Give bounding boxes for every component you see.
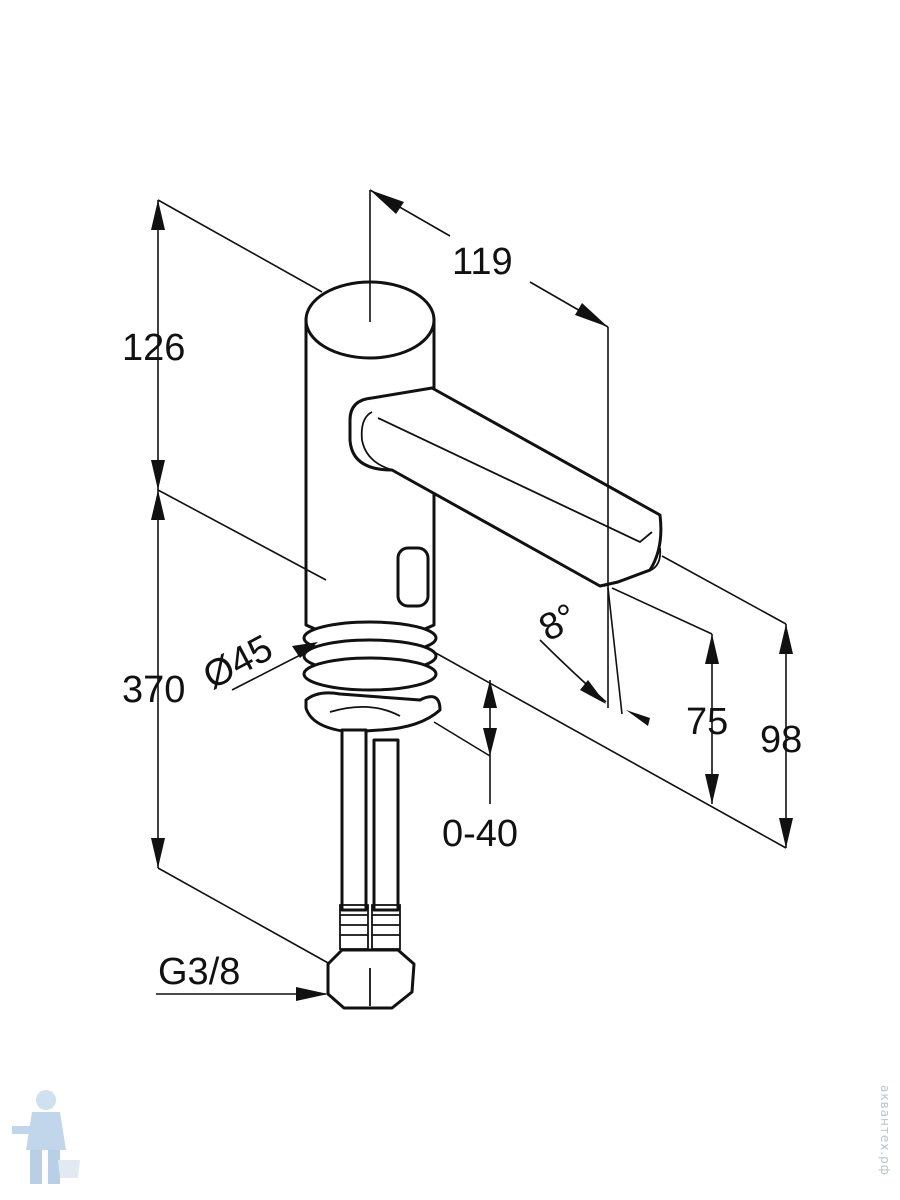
supply-hoses (339, 728, 401, 950)
plumber-logo-icon (12, 1090, 80, 1184)
mounting-rings (302, 620, 442, 734)
sensor-window (396, 546, 430, 608)
faucet-spout (348, 386, 663, 588)
dim-g3-8: G3/8 (158, 951, 240, 993)
dim-119: 119 (452, 241, 513, 283)
watermark-text: аквантех.рф (878, 1085, 892, 1177)
faucet-body (302, 280, 663, 1010)
dim-0-40: 0-40 (442, 813, 518, 855)
dimension-lines (151, 189, 793, 1001)
dim-75: 75 (686, 701, 728, 743)
dim-126: 126 (122, 327, 185, 369)
hex-nut (326, 948, 416, 1010)
dim-370: 370 (122, 669, 185, 711)
dim-angle-8: 8° (533, 596, 585, 650)
dim-98: 98 (760, 719, 802, 761)
